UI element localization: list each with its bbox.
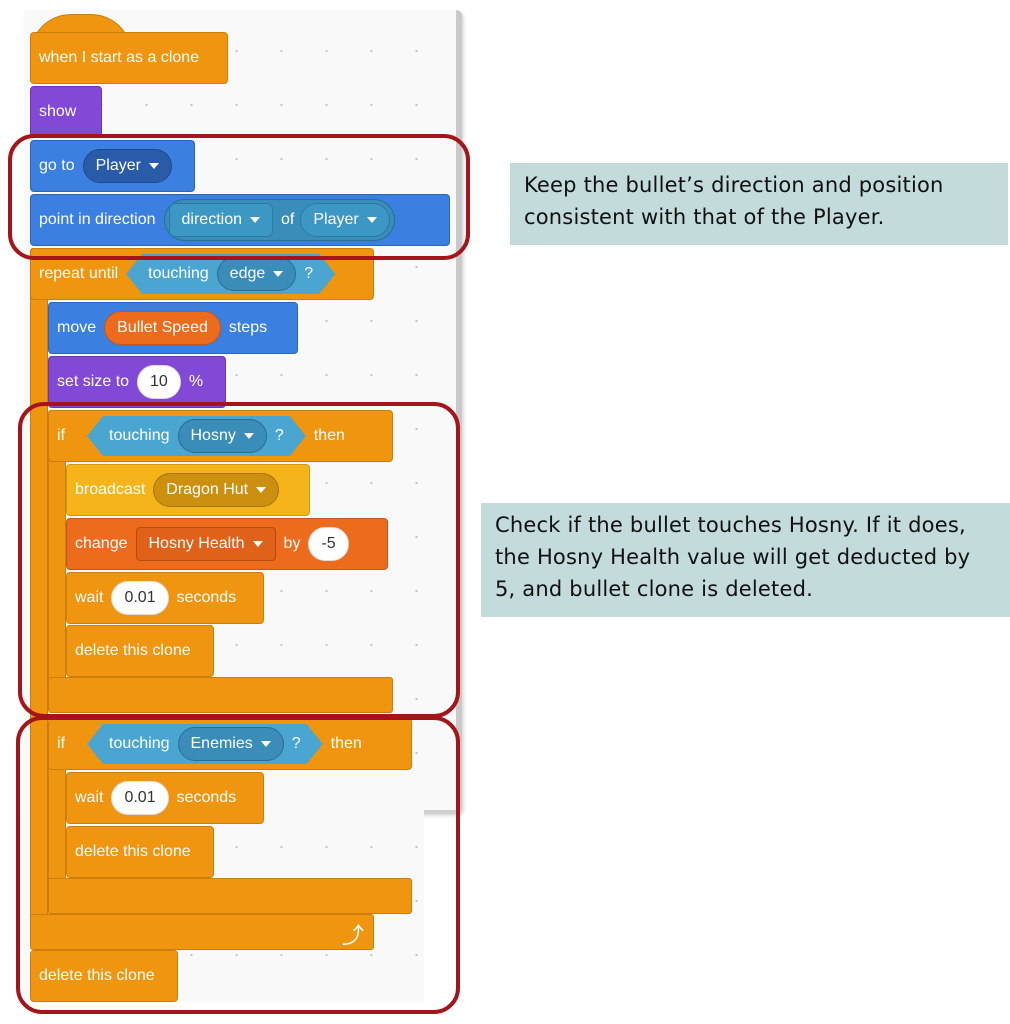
property-dropdown[interactable]: direction	[168, 203, 273, 237]
highlight-go-to-point	[8, 134, 470, 260]
of-reporter[interactable]: direction of Player	[163, 199, 395, 241]
highlight-if-enemies	[16, 716, 460, 1014]
note-go-to-point: Keep the bullet’s direction and position…	[510, 163, 1008, 245]
when-start-as-clone-block[interactable]: when I start as a clone	[30, 32, 228, 84]
edge-dropdown[interactable]: edge	[217, 257, 297, 291]
touching-edge-condition[interactable]: touching edge ?	[126, 254, 335, 294]
wait-input-2[interactable]: 0.01	[111, 781, 169, 815]
if-touching-enemies-block[interactable]: if touching Enemies ? then	[48, 718, 412, 770]
move-steps-block[interactable]: move Bullet Speed steps	[48, 302, 298, 354]
wait-block-2[interactable]: wait 0.01 seconds	[66, 772, 264, 824]
size-input[interactable]: 10	[137, 365, 181, 399]
wait-block-1[interactable]: wait 0.01 seconds	[66, 572, 264, 624]
highlight-if-hosny	[18, 402, 460, 718]
delete-clone-block-1[interactable]: delete this clone	[66, 625, 214, 677]
loop-arrow-icon: ⤴	[342, 923, 365, 948]
touching-enemies-condition[interactable]: touching Enemies ?	[87, 724, 323, 764]
bullet-speed-reporter[interactable]: Bullet Speed	[104, 311, 221, 345]
change-by-input[interactable]: -5	[308, 527, 349, 561]
object-dropdown[interactable]: Player	[300, 203, 390, 237]
if-touching-hosny-block[interactable]: if touching Hosny ? then	[48, 410, 393, 462]
hosny-dropdown[interactable]: Hosny	[178, 419, 267, 453]
enemies-dropdown[interactable]: Enemies	[178, 727, 284, 761]
variable-dropdown[interactable]: Hosny Health	[135, 527, 276, 561]
set-size-block[interactable]: set size to 10 %	[48, 356, 226, 408]
touching-hosny-condition[interactable]: touching Hosny ?	[87, 416, 306, 456]
note-if-hosny: Check if the bullet touches Hosny. If it…	[481, 503, 1010, 617]
repeat-until-block[interactable]: repeat until touching edge ?	[30, 248, 374, 300]
broadcast-block[interactable]: broadcast Dragon Hut	[66, 464, 310, 516]
go-to-block[interactable]: go to Player	[30, 140, 195, 192]
if1-footer	[48, 677, 393, 713]
message-dropdown[interactable]: Dragon Hut	[153, 473, 280, 507]
if2-footer	[48, 878, 412, 914]
repeat-footer	[30, 914, 374, 950]
delete-clone-block-3[interactable]: delete this clone	[30, 950, 178, 1002]
point-in-direction-block[interactable]: point in direction direction of Player	[30, 194, 450, 246]
wait-input-1[interactable]: 0.01	[111, 581, 169, 615]
go-to-target-dropdown[interactable]: Player	[82, 149, 172, 183]
show-block[interactable]: show	[30, 86, 102, 138]
change-variable-block[interactable]: change Hosny Health by -5	[66, 518, 388, 570]
delete-clone-block-2[interactable]: delete this clone	[66, 826, 214, 878]
